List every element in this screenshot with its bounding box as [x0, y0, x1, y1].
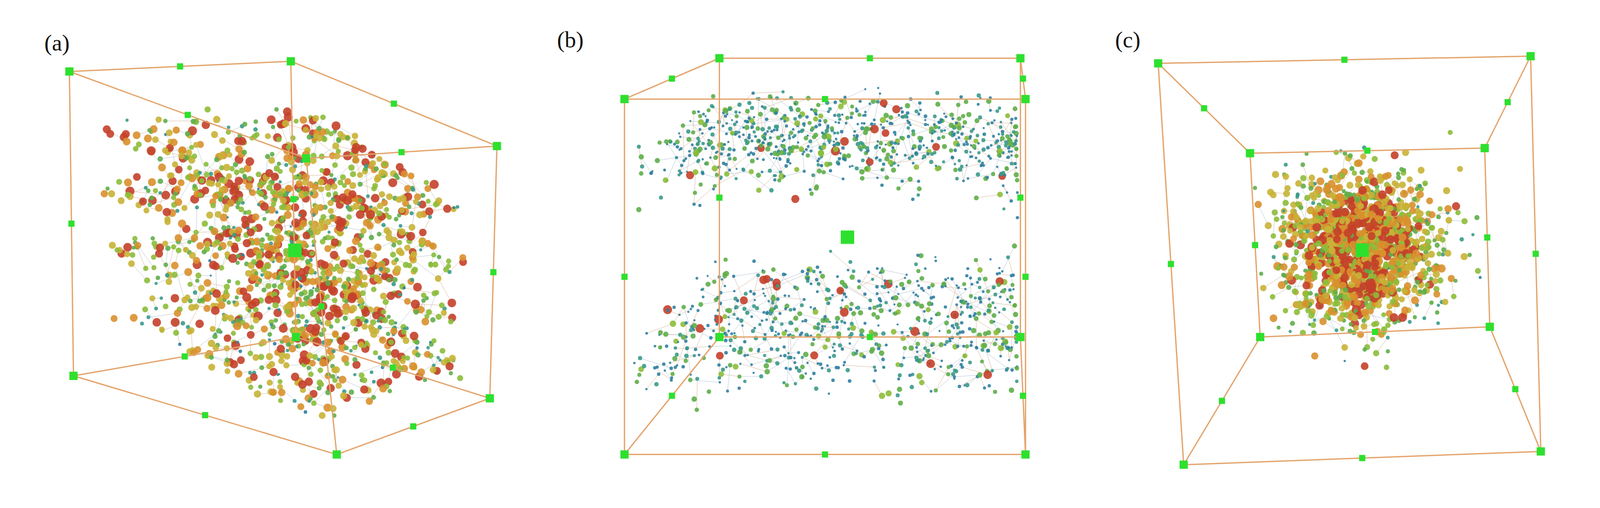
network-link: [813, 339, 828, 340]
network-link: [895, 120, 908, 135]
network-link: [740, 363, 767, 372]
network-link: [741, 320, 745, 342]
network-link: [683, 306, 692, 331]
network-link: [877, 291, 889, 293]
network-link: [862, 177, 888, 178]
network-link: [886, 177, 910, 179]
network-link: [844, 334, 862, 363]
network-link: [823, 172, 844, 179]
network-link: [786, 330, 803, 333]
network-link: [690, 379, 720, 383]
network-link: [646, 373, 659, 389]
network-link: [753, 91, 783, 94]
network-link: [856, 348, 879, 353]
network-link: [843, 364, 875, 367]
network-link: [196, 207, 198, 233]
network-link: [753, 109, 773, 123]
network-link: [862, 141, 878, 144]
network-link: [675, 347, 687, 349]
network-link: [787, 357, 790, 386]
network-link: [880, 124, 881, 144]
network-link: [138, 204, 167, 212]
network-link: [693, 112, 695, 133]
network-link: [664, 370, 672, 381]
network-link: [777, 273, 808, 286]
network-link: [858, 271, 869, 287]
network-link: [957, 278, 980, 298]
network-link: [968, 173, 994, 179]
network-link: [148, 313, 178, 318]
network-link: [796, 288, 803, 305]
network-link: [739, 351, 752, 365]
network-link: [167, 246, 174, 275]
network-link: [737, 300, 762, 321]
network-link: [694, 171, 696, 204]
network-link: [743, 169, 772, 191]
network-link: [687, 155, 690, 172]
network-link: [852, 276, 880, 299]
network-link: [739, 376, 762, 377]
network-link: [802, 154, 805, 172]
network-link: [980, 117, 1001, 128]
network-link: [976, 194, 1001, 199]
network-link: [727, 364, 730, 391]
network-link: [766, 118, 781, 120]
network-link: [666, 157, 677, 181]
network-link: [781, 118, 783, 136]
network-link: [858, 279, 873, 287]
network-link: [876, 141, 878, 158]
network-link: [992, 155, 1000, 174]
network-link: [760, 113, 764, 137]
network-link: [784, 171, 805, 177]
network-link: [720, 290, 734, 293]
network-link: [732, 133, 734, 151]
network-link: [790, 334, 791, 358]
network-link: [976, 318, 977, 348]
network-link: [874, 93, 880, 120]
network-link: [988, 332, 997, 351]
network-link: [807, 362, 814, 374]
network-link: [903, 278, 923, 289]
network-link: [1007, 256, 1014, 275]
network-link: [686, 322, 687, 337]
network-link: [682, 125, 684, 161]
network-link: [917, 280, 944, 284]
network-link: [898, 288, 922, 295]
network-link: [992, 302, 1015, 306]
network-link: [802, 356, 829, 370]
network-link: [754, 274, 759, 294]
network-link: [890, 283, 908, 305]
network-link: [983, 139, 998, 141]
network-link: [982, 349, 1008, 369]
network-link: [735, 292, 764, 308]
network-link: [696, 378, 698, 410]
network-link: [734, 274, 759, 291]
network-link: [694, 185, 715, 204]
network-link: [822, 367, 837, 368]
network-link: [935, 366, 949, 390]
network-link: [807, 339, 827, 363]
network-link: [687, 346, 710, 348]
network-link: [788, 334, 789, 353]
